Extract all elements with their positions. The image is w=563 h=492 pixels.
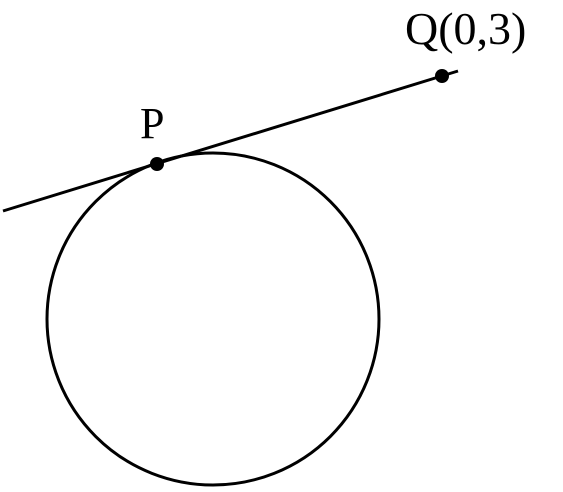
- label-p: P: [140, 99, 164, 148]
- point-q: [435, 69, 449, 83]
- circle: [45, 151, 381, 487]
- tangent-line-pq: [2, 69, 459, 213]
- point-p: [150, 157, 164, 171]
- label-q: Q(0,3): [405, 3, 526, 54]
